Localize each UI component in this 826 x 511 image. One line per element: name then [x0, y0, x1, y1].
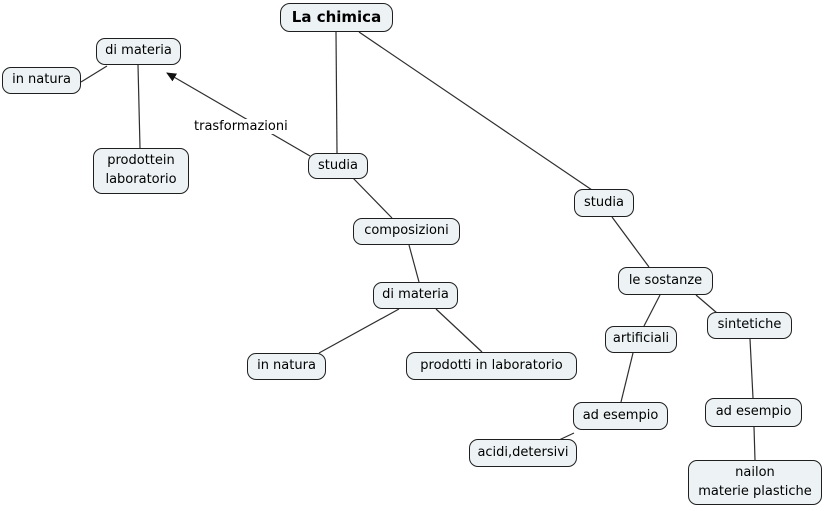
node-in-natura-bottom[interactable]: in natura	[247, 353, 326, 380]
node-prodotti-in-laboratorio[interactable]: prodotti in laboratorio	[406, 352, 577, 380]
node-acidi-detersivi[interactable]: acidi,detersivi	[469, 439, 577, 467]
link-lesostanze-artificiali	[643, 294, 661, 327]
link-studia-lesostanze	[611, 216, 650, 268]
link-dimateria-innatura	[318, 308, 400, 354]
link-adesempio-nailon	[753, 426, 756, 461]
link-dimateria-prodotti	[435, 308, 483, 353]
link-trasformazioni-arrow	[166, 72, 311, 157]
node-prodottein-laboratorio[interactable]: prodottein laboratorio	[93, 148, 189, 194]
link-artificiali-adesempio	[620, 352, 634, 403]
node-composizioni[interactable]: composizioni	[353, 218, 460, 245]
link-chimica-studia-left	[335, 31, 338, 154]
node-la-chimica[interactable]: La chimica	[280, 3, 393, 32]
node-sintetiche[interactable]: sintetiche	[707, 312, 792, 339]
link-adesempio-acidi	[558, 432, 575, 441]
link-lesostanze-sintetiche	[695, 294, 718, 314]
node-in-natura-top[interactable]: in natura	[2, 67, 81, 94]
node-ad-esempio-right[interactable]: ad esempio	[705, 398, 802, 427]
link-sintetiche-adesempio	[749, 338, 754, 399]
link-chimica-studia-right	[358, 31, 593, 191]
node-ad-esempio-left[interactable]: ad esempio	[573, 402, 668, 430]
link-studia-composizioni	[351, 176, 393, 219]
link-innatura-dimateria-top	[80, 65, 108, 83]
node-studia-right[interactable]: studia	[574, 189, 634, 217]
node-studia-left[interactable]: studia	[308, 153, 368, 179]
node-le-sostanze[interactable]: le sostanze	[618, 267, 713, 295]
node-nailon-materie-plastiche[interactable]: nailon materie plastiche	[688, 460, 822, 505]
node-di-materia-mid[interactable]: di materia	[373, 282, 458, 309]
link-label-trasformazioni[interactable]: trasformazioni	[192, 119, 290, 134]
link-dimateria-prodottein	[137, 64, 141, 149]
node-di-materia-top[interactable]: di materia	[96, 38, 181, 65]
node-artificiali[interactable]: artificiali	[605, 326, 677, 353]
link-composizioni-dimateria	[408, 244, 420, 283]
